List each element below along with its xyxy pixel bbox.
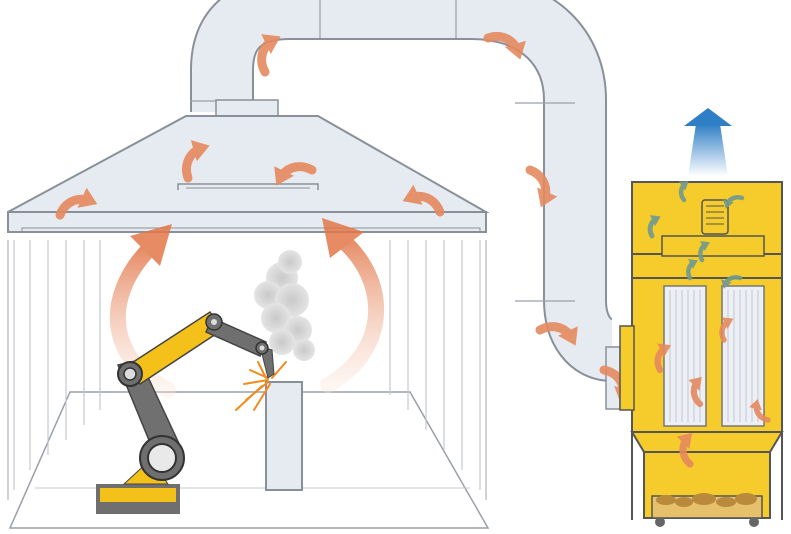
clean-air-outlet-arrow <box>684 108 732 176</box>
fume-cloud <box>254 250 315 361</box>
welding-sparks <box>235 361 287 411</box>
booth-floor <box>8 391 490 529</box>
dust-collector <box>619 181 784 527</box>
extraction-hood <box>7 99 490 233</box>
workpiece <box>265 381 303 491</box>
welding-booth <box>7 240 487 500</box>
welding-robot <box>96 310 275 514</box>
